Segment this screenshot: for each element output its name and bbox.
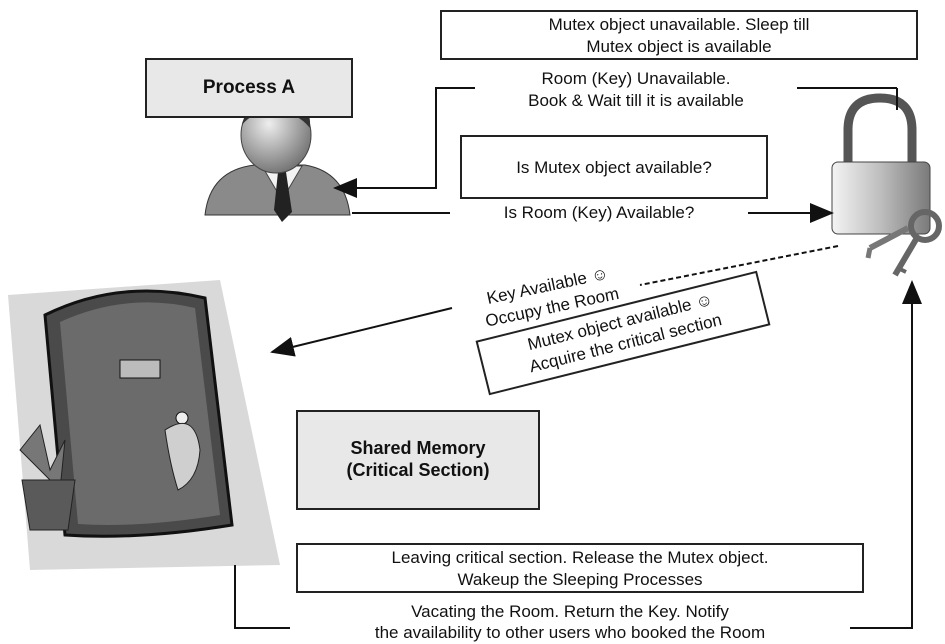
room-unavailable-label: Room (Key) Unavailable. Book & Wait till… — [475, 68, 797, 112]
room-unavailable-line1: Room (Key) Unavailable. — [541, 69, 731, 88]
shared-memory-line2: (Critical Section) — [346, 460, 490, 480]
keys-icon — [865, 209, 942, 277]
mutex-unavailable-box: Mutex object unavailable. Sleep till Mut… — [440, 10, 918, 60]
arrow-unavailable-2 — [333, 87, 475, 198]
room-unavailable-line2: Book & Wait till it is available — [528, 91, 744, 110]
leaving-line2: Wakeup the Sleeping Processes — [457, 570, 703, 589]
arrow-to-door — [270, 307, 453, 357]
mutex-unavailable-line2: Mutex object is available — [586, 37, 772, 56]
leaving-line1: Leaving critical section. Release the Mu… — [391, 548, 769, 567]
shared-memory-box: Shared Memory (Critical Section) — [296, 410, 540, 510]
shared-memory-line1: Shared Memory — [350, 438, 486, 458]
mutex-question-label: Is Mutex object available? — [516, 158, 712, 177]
mutex-question-box: Is Mutex object available? — [460, 135, 768, 199]
door-icon — [8, 280, 280, 570]
vacating-label: Vacating the Room. Return the Key. Notif… — [290, 601, 850, 643]
mutex-unavailable-line1: Mutex object unavailable. Sleep till — [548, 15, 810, 34]
padlock-icon — [831, 93, 931, 235]
vacating-line1: Vacating the Room. Return the Key. Notif… — [411, 602, 729, 621]
arrow-key-available — [639, 245, 839, 286]
vacating-line2: the availability to other users who book… — [374, 623, 766, 642]
arrow-return-right — [842, 280, 922, 629]
leaving-box: Leaving critical section. Release the Mu… — [296, 543, 864, 593]
process-a-label: Process A — [202, 77, 296, 98]
process-a-box: Process A — [145, 58, 353, 118]
room-question-label: Is Room (Key) Available? — [452, 202, 746, 224]
